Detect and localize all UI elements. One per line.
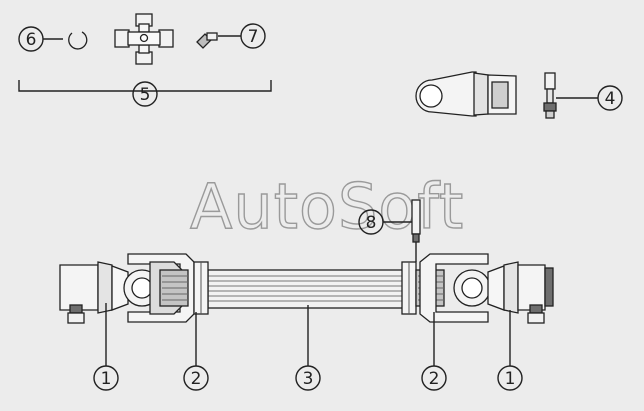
callout-1-left-circle — [93, 365, 119, 391]
callout-1-right-circle — [497, 365, 523, 391]
spare-yoke-group: 4 — [415, 71, 623, 119]
group-bracket — [18, 80, 272, 92]
callout-4-label: 4 — [605, 89, 616, 109]
callout-3-label: 3 — [303, 369, 314, 389]
left-yoke-assembly — [59, 253, 209, 324]
callout-7-circle — [240, 23, 266, 49]
callout-5-circle — [132, 81, 158, 107]
callout-2-left-label: 2 — [191, 369, 202, 389]
shaft-grease-fitting-part — [411, 199, 421, 262]
callout-8-label: 8 — [366, 213, 377, 233]
callout-3-circle — [295, 365, 321, 391]
callout-5-label: 5 — [140, 85, 151, 105]
callout-8-circle — [358, 209, 384, 235]
callout-1-left-label: 1 — [101, 369, 112, 389]
drive-shaft-assembly: 8 — [59, 199, 554, 391]
center-tube-part — [207, 269, 407, 309]
kit-group: 6 7 5 — [18, 13, 272, 107]
callout-2-right-circle — [421, 365, 447, 391]
watermark-text: AutoSoft — [190, 170, 464, 243]
callout-7-label: 7 — [248, 27, 259, 47]
bolt-part — [543, 72, 557, 119]
snap-ring-part — [68, 31, 88, 50]
right-yoke-assembly — [401, 253, 554, 324]
grease-fitting-part — [196, 32, 218, 49]
callout-1-right-label: 1 — [505, 369, 516, 389]
callout-2-left-circle — [183, 365, 209, 391]
universal-joint-cross-part — [114, 13, 174, 65]
callout-2-right-label: 2 — [429, 369, 440, 389]
callout-6-label: 6 — [26, 30, 37, 50]
callout-4-circle — [597, 85, 623, 111]
